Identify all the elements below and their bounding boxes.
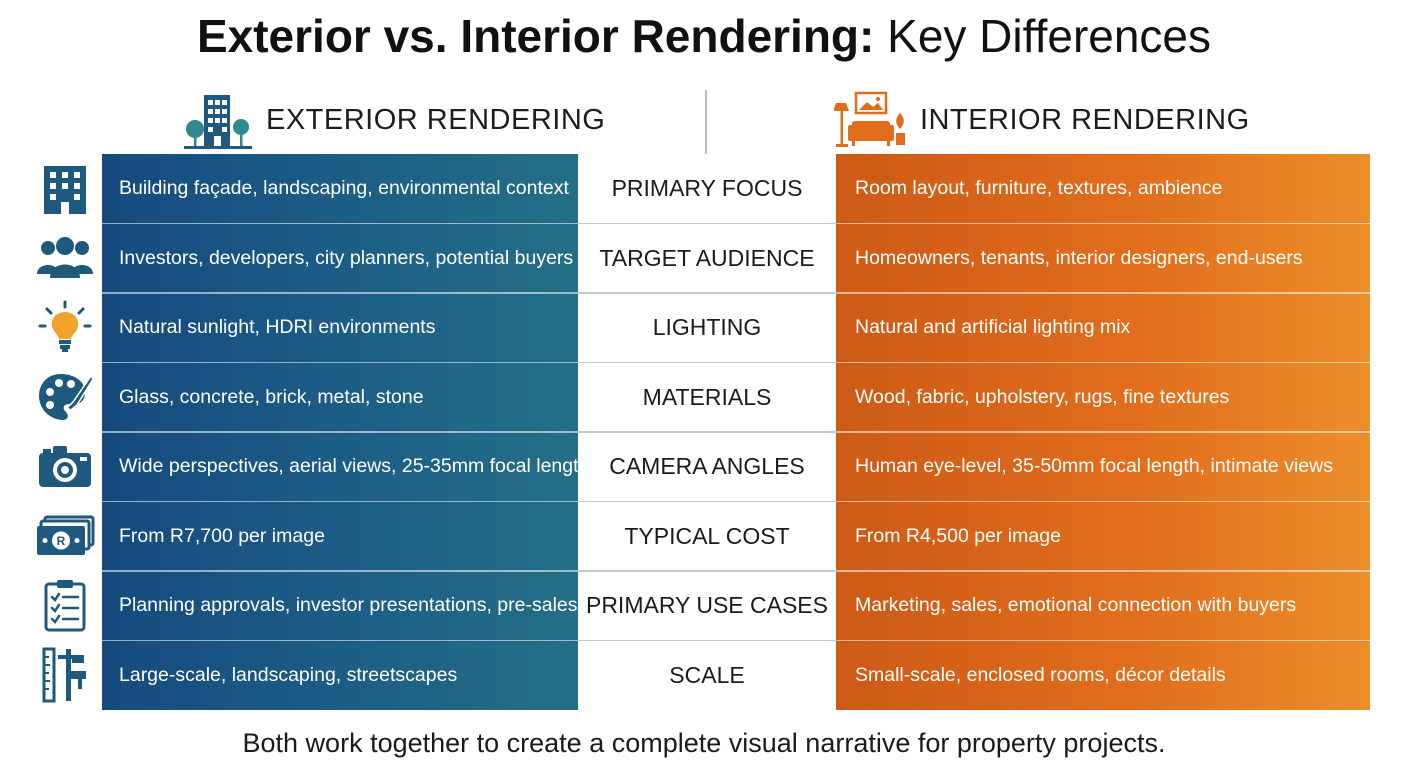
exterior-cell: Natural sunlight, HDRI environments — [119, 316, 436, 339]
title-bold: Exterior vs. Interior Rendering: — [196, 10, 875, 62]
interior-cell: Small-scale, enclosed rooms, décor detai… — [855, 663, 1226, 686]
clipboard-icon — [34, 574, 96, 636]
money-icon: R — [34, 505, 96, 567]
exterior-header-label: EXTERIOR RENDERING — [266, 103, 606, 136]
row-divider-center — [578, 222, 836, 225]
table-row: Natural sunlight, HDRI environments LIGHT… — [102, 293, 1370, 363]
footer-note: Both work together to create a complete … — [242, 728, 1166, 758]
row-divider-center — [578, 500, 836, 503]
table-row: Wide perspectives, aerial views, 25-35mm… — [102, 432, 1370, 502]
people-icon — [34, 227, 96, 289]
exterior-cell: Investors, developers, city planners, po… — [119, 246, 574, 269]
building-icon — [34, 158, 96, 220]
exterior-header: EXTERIOR RENDERING — [184, 92, 606, 149]
row-divider-center — [578, 639, 836, 642]
category-cell: PRIMARY USE CASES — [585, 592, 828, 619]
row-divider-center — [578, 431, 836, 433]
interior-cell: Marketing, sales, emotional connection w… — [855, 594, 1297, 617]
category-cell: TARGET AUDIENCE — [599, 244, 815, 271]
row-divider-center — [578, 361, 836, 364]
row-divider-center — [578, 292, 836, 294]
category-cell: SCALE — [669, 661, 745, 688]
title-normal: Key Differences — [887, 10, 1212, 62]
svg-text:R: R — [57, 534, 66, 548]
page-title: Exterior vs. Interior Rendering: Key Dif… — [0, 8, 1408, 64]
interior-cell: Natural and artificial lighting mix — [855, 316, 1131, 339]
header-divider — [705, 90, 707, 154]
exterior-cell: Glass, concrete, brick, metal, stone — [119, 385, 424, 408]
row-divider-center — [578, 570, 836, 572]
table-row: Glass, concrete, brick, metal, stone MATE… — [102, 363, 1370, 433]
interior-cell: Human eye-level, 35-50mm focal length, i… — [855, 455, 1333, 478]
exterior-cell: Large-scale, landscaping, streetscapes — [119, 663, 458, 686]
category-cell: TYPICAL COST — [624, 522, 790, 549]
comparison-table: Building façade, landscaping, environmen… — [102, 154, 1370, 710]
table-row: Planning approvals, investor presentatio… — [102, 571, 1370, 641]
category-cell: CAMERA ANGLES — [609, 453, 805, 480]
interior-header: INTERIOR RENDERING — [834, 91, 1250, 148]
table-row: Investors, developers, city planners, po… — [102, 224, 1370, 294]
table-row: Large-scale, landscaping, streetscapes SC… — [102, 641, 1370, 711]
building-trees-icon — [184, 95, 252, 149]
interior-cell: Room layout, furniture, textures, ambien… — [855, 177, 1223, 200]
palette-icon — [34, 366, 96, 428]
sofa-lamp-icon — [834, 91, 905, 147]
exterior-cell: Building façade, landscaping, environmen… — [119, 177, 569, 200]
ruler-caliper-icon — [34, 644, 96, 706]
interior-cell: From R4,500 per image — [855, 524, 1061, 547]
exterior-cell: Wide perspectives, aerial views, 25-35mm… — [119, 455, 590, 478]
interior-cell: Homeowners, tenants, interior designers,… — [855, 246, 1303, 269]
category-cell: LIGHTING — [652, 314, 762, 341]
table-row: From R7,700 per image TYPICAL COST From R4… — [102, 502, 1370, 572]
lightbulb-icon — [34, 296, 96, 358]
exterior-cell: Planning approvals, investor presentatio… — [119, 594, 578, 617]
interior-header-label: INTERIOR RENDERING — [920, 103, 1250, 136]
table-row: Building façade, landscaping, environmen… — [102, 154, 1370, 224]
interior-cell: Wood, fabric, upholstery, rugs, fine tex… — [855, 385, 1230, 408]
camera-icon — [34, 435, 96, 497]
category-cell: PRIMARY FOCUS — [611, 175, 803, 202]
category-cell: MATERIALS — [642, 383, 772, 410]
exterior-cell: From R7,700 per image — [119, 524, 325, 547]
